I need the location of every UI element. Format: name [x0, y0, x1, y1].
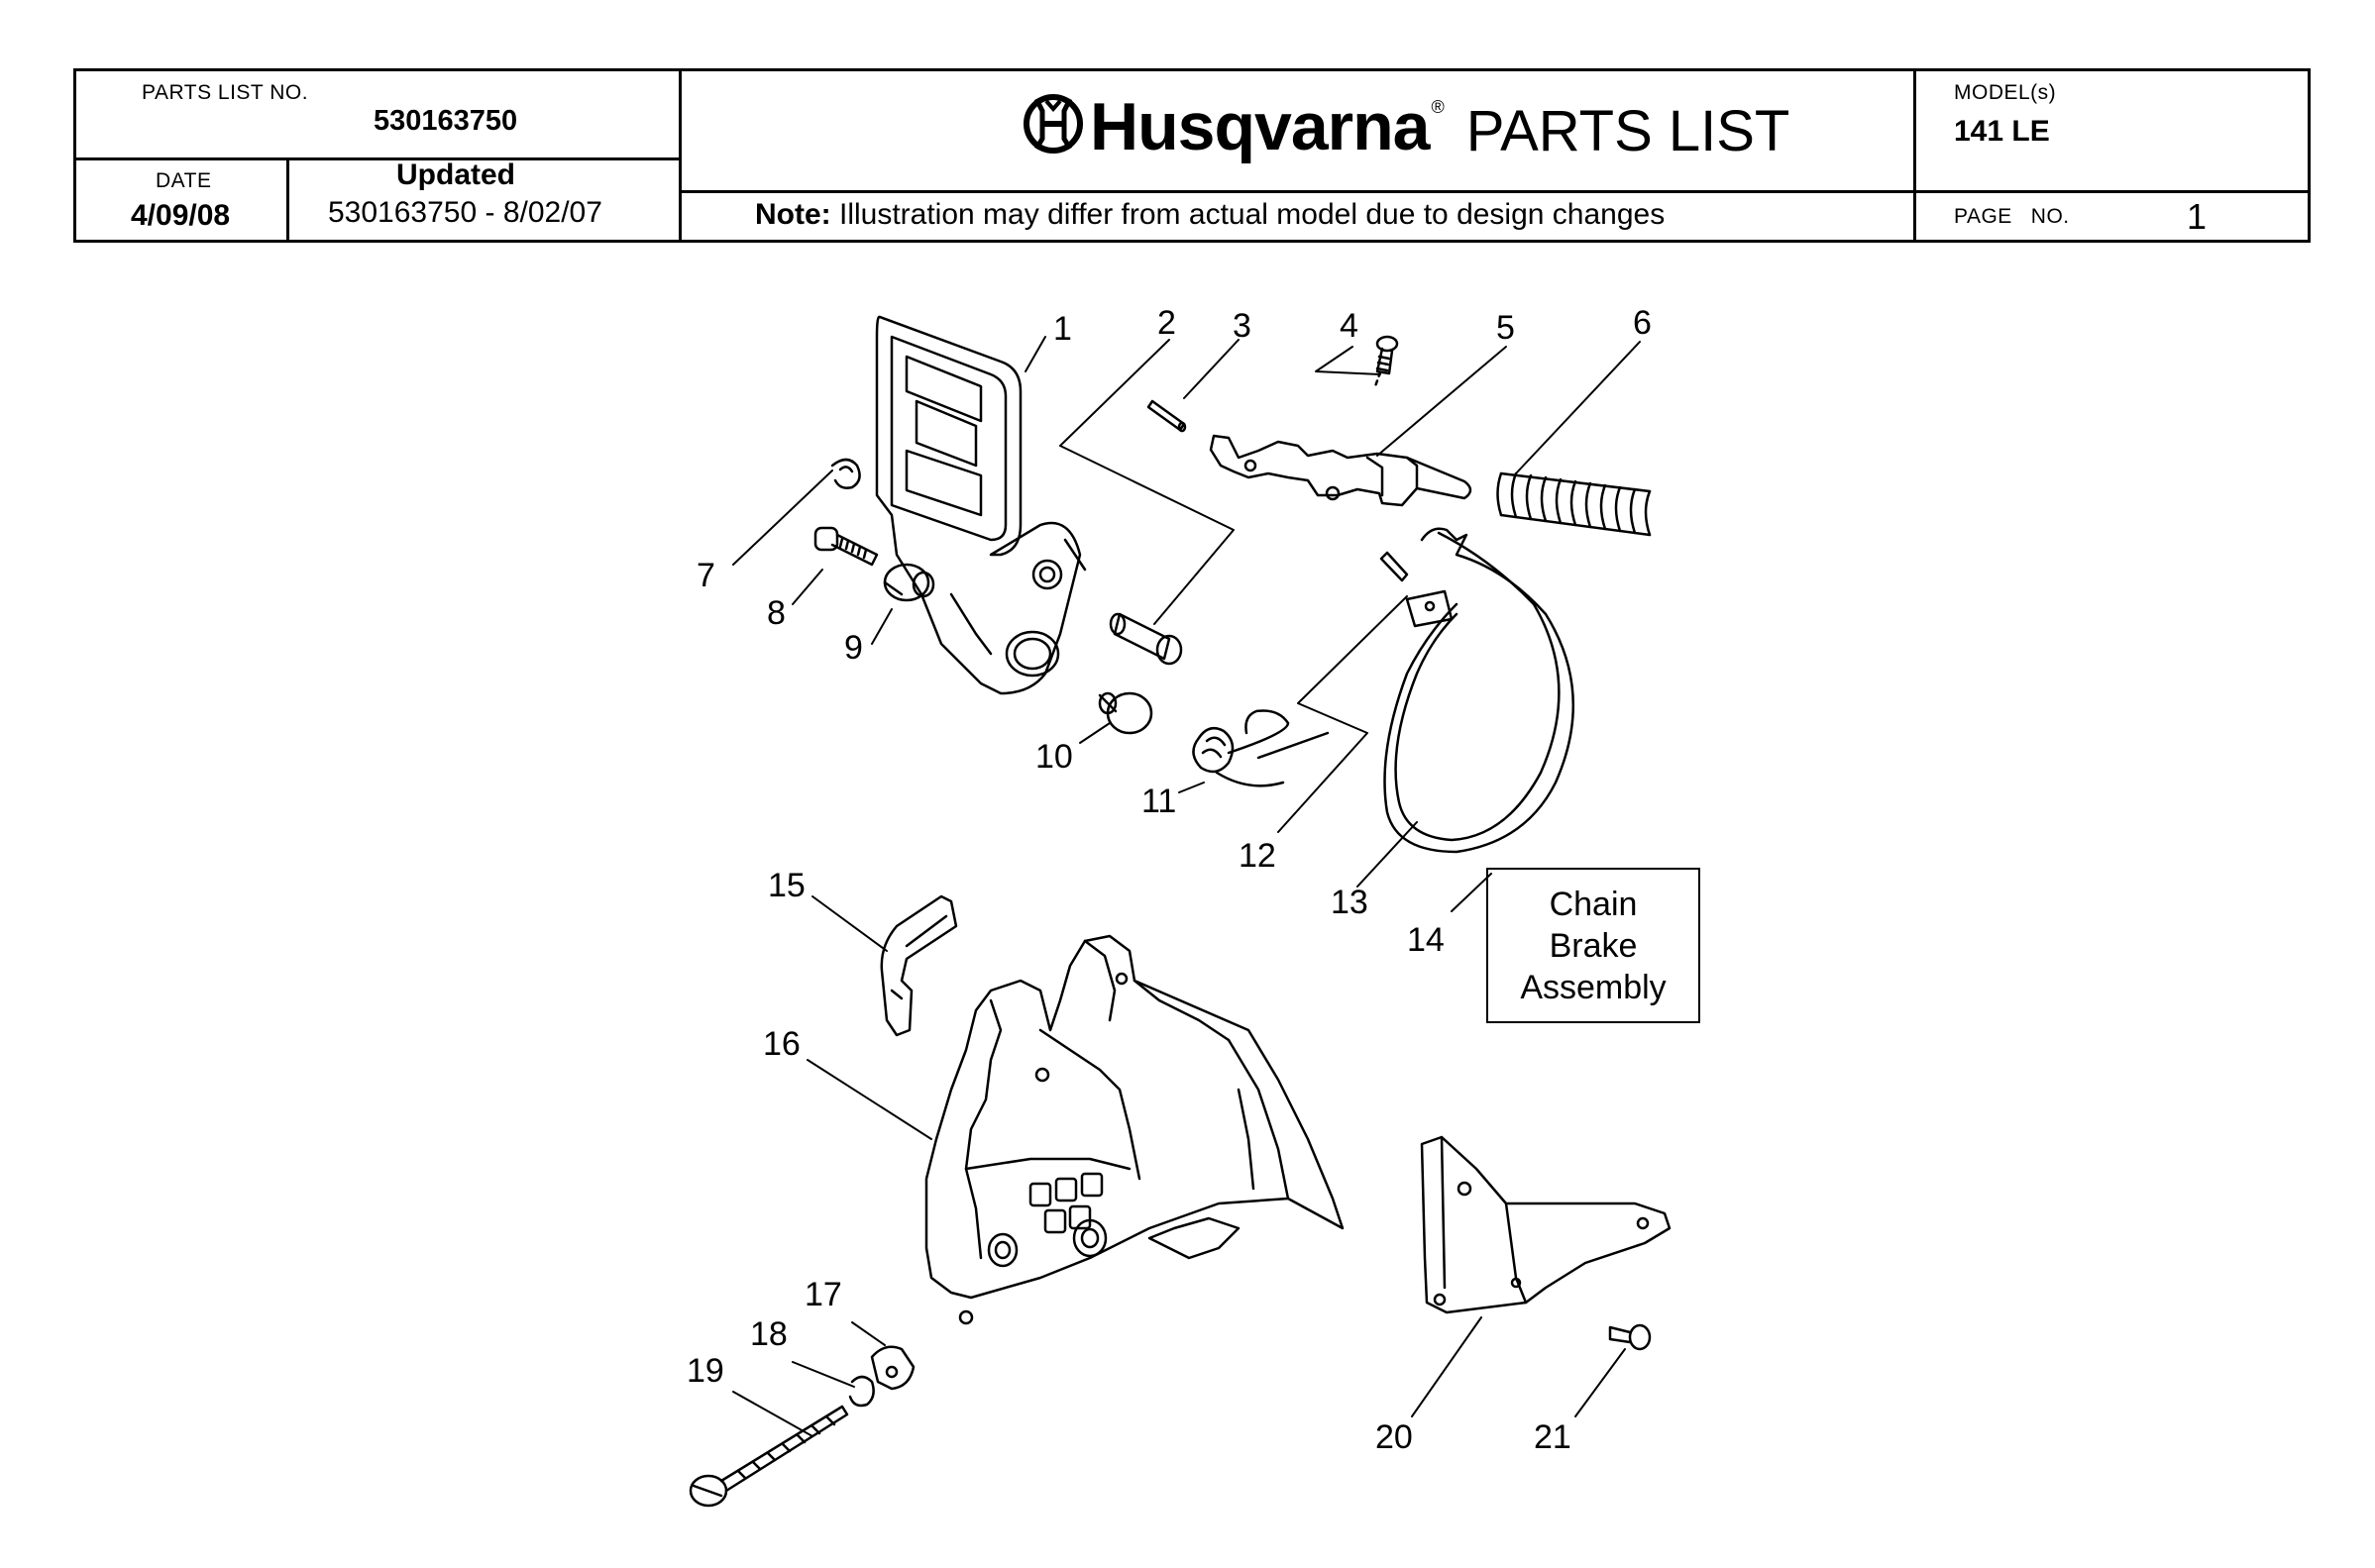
brand-name: Husqvarna	[1090, 89, 1430, 164]
part-bushing-lower	[1098, 691, 1153, 735]
model-label: MODEL(s)	[1954, 81, 2057, 104]
updated-label: Updated	[396, 158, 515, 191]
callout-5: 5	[1496, 309, 1515, 347]
callout-17: 17	[805, 1276, 842, 1313]
assembly-line-2: Brake	[1549, 926, 1638, 965]
callout-2: 2	[1157, 304, 1176, 342]
registered-mark: ®	[1431, 97, 1445, 117]
part-shoulder-bolt	[1109, 612, 1183, 666]
part-long-screw	[689, 1405, 849, 1508]
callout-19: 19	[687, 1352, 724, 1390]
part-hand-guard	[875, 315, 1087, 695]
divider	[1913, 190, 2308, 193]
document-title: PARTS LIST	[1465, 99, 1790, 163]
divider	[1913, 71, 1916, 240]
parts-list-number: 530163750	[374, 105, 518, 137]
part-screw	[1608, 1323, 1652, 1351]
callout-1: 1	[1053, 310, 1072, 348]
part-spring-arm	[1256, 731, 1330, 760]
chain-brake-assembly-box: Chain Brake Assembly	[1486, 868, 1700, 1023]
part-bolt	[813, 526, 879, 567]
page-label: PAGE NO.	[1954, 205, 2070, 228]
part-spring-clip	[880, 894, 958, 1037]
part-clutch-cover	[924, 934, 1345, 1325]
callout-12: 12	[1239, 837, 1276, 875]
brand-header: Husqvarna ® PARTS LIST	[1023, 93, 1789, 160]
date-value: 4/09/08	[131, 199, 231, 232]
part-pin	[1146, 399, 1187, 433]
part-small-bracket	[870, 1345, 916, 1391]
part-bushing	[883, 563, 935, 602]
callout-7: 7	[697, 557, 715, 594]
callout-8: 8	[767, 594, 786, 632]
model-value: 141 LE	[1954, 115, 2050, 148]
callout-14: 14	[1407, 921, 1445, 959]
callout-10: 10	[1035, 738, 1073, 776]
assembly-line-3: Assembly	[1520, 968, 1667, 1006]
part-e-clip	[848, 1375, 875, 1408]
date-label: DATE	[156, 169, 212, 192]
divider	[76, 157, 682, 160]
divider	[679, 190, 1916, 193]
part-screw-small	[1373, 335, 1399, 388]
callout-13: 13	[1331, 884, 1368, 921]
page-number: 1	[2187, 196, 2208, 237]
husqvarna-logo-icon	[1024, 94, 1083, 154]
callout-6: 6	[1633, 304, 1652, 342]
callout-20: 20	[1375, 1418, 1413, 1456]
assembly-line-1: Chain	[1549, 885, 1638, 923]
part-deflector	[1420, 1135, 1672, 1314]
callout-18: 18	[750, 1315, 788, 1353]
part-brake-lever	[1209, 434, 1472, 507]
divider	[286, 157, 289, 240]
callout-3: 3	[1233, 307, 1251, 345]
callout-4: 4	[1340, 307, 1358, 345]
leader-lines	[732, 336, 1641, 1437]
part-brake-band	[1379, 527, 1575, 854]
callout-11: 11	[1141, 783, 1176, 820]
callout-16: 16	[763, 1025, 801, 1063]
divider	[679, 71, 682, 240]
callout-numbers: 1 2 3 4 5 6 7 8 9 10 11 12 13 14 15 16 1…	[687, 304, 1652, 1456]
header-table: PARTS LIST NO. 530163750 DATE 4/09/08 Up…	[73, 68, 2311, 243]
part-coil-spring	[1496, 471, 1652, 537]
note-text: Illustration may differ from actual mode…	[830, 198, 1666, 231]
callout-21: 21	[1534, 1418, 1571, 1456]
parts-list-label: PARTS LIST NO.	[142, 81, 309, 104]
updated-value: 530163750 - 8/02/07	[328, 196, 602, 229]
callout-9: 9	[844, 629, 863, 667]
part-torsion-spring	[1192, 709, 1290, 787]
part-retaining-clip	[830, 458, 861, 489]
callout-15: 15	[768, 867, 806, 904]
note-label: Note:	[755, 198, 831, 231]
design-note: Note: Illustration may differ from actua…	[755, 198, 1665, 232]
